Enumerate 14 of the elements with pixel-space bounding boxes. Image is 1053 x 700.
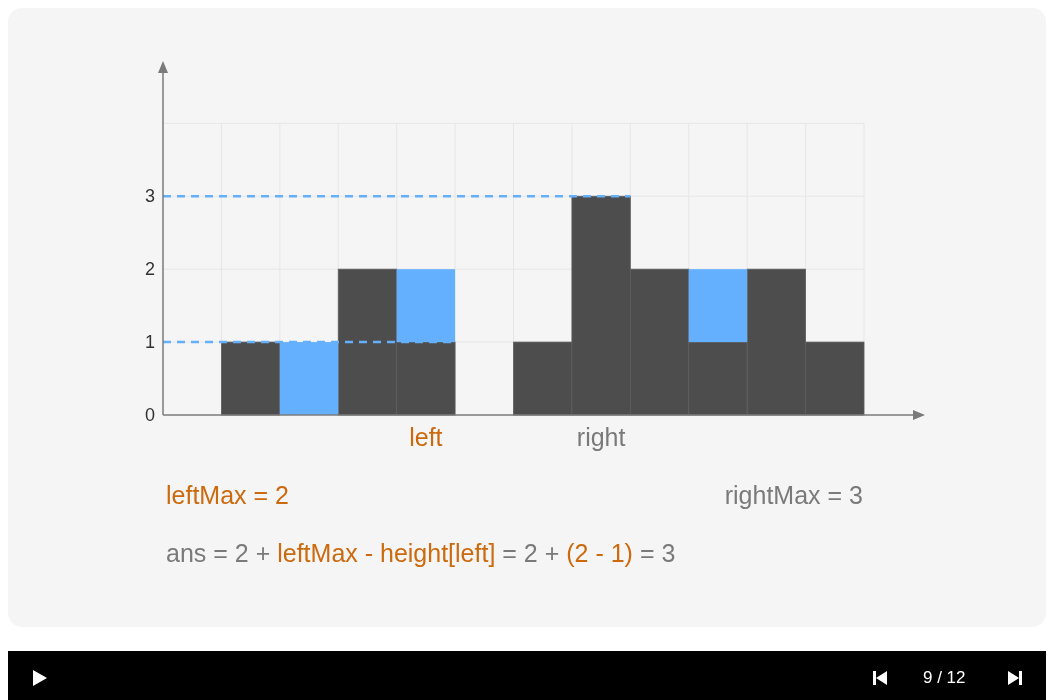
slide-counter: 9 / 12 (923, 668, 966, 688)
axis-tick-label: 1 (145, 331, 155, 354)
formula-text: ans = 2 + (166, 539, 271, 567)
variable-text: rightMax = 3 (724, 481, 863, 510)
formula-text: = 2 + (502, 539, 560, 567)
variable-text: leftMax = 2 (166, 481, 289, 510)
formula-highlight: (2 - 1) (566, 539, 633, 567)
axis-tick-label: 0 (145, 404, 155, 426)
axis-tick-label: 2 (145, 258, 155, 281)
formula-highlight: leftMax - height[left] (277, 539, 496, 567)
axis-tick-label: 3 (145, 185, 155, 208)
pointer-label: right (576, 423, 626, 452)
pointer-label: left (409, 423, 443, 452)
formula-text: = 3 (639, 539, 676, 567)
